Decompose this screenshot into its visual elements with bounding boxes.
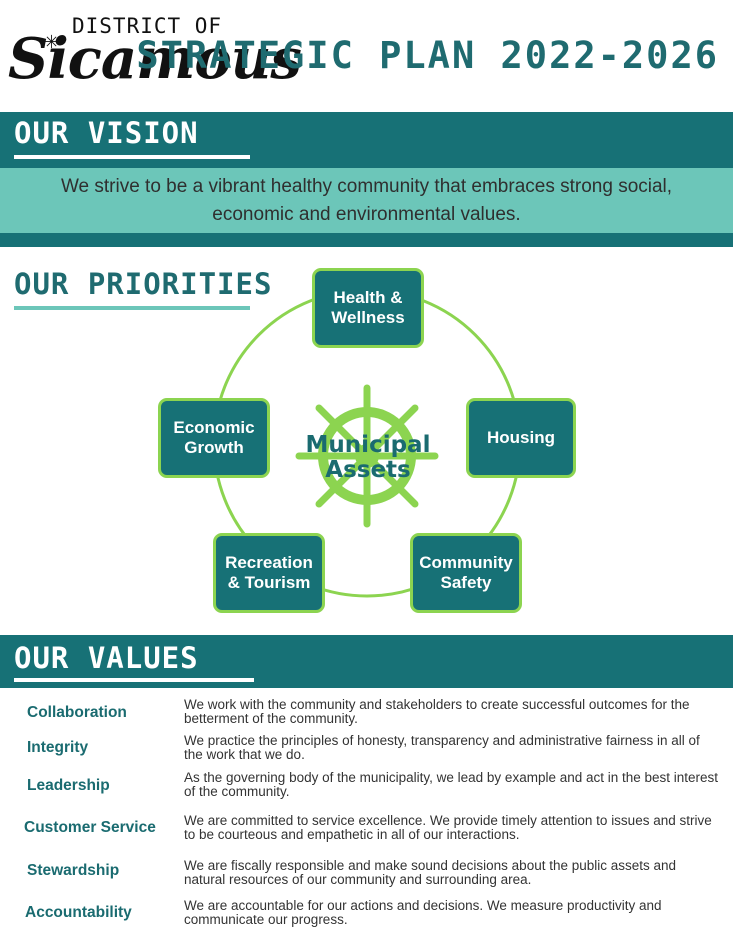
value-name: Customer Service (24, 819, 156, 836)
value-description: We are fiscally responsible and make sou… (184, 858, 677, 887)
value-name: Collaboration (27, 704, 127, 721)
value-name: Integrity (27, 739, 89, 756)
priorities-title-underline (14, 306, 250, 310)
logo-sicamous: Sicamous (8, 26, 302, 92)
vision-title: OUR VISION (14, 116, 199, 150)
center-municipal-assets: Municipal Assets (305, 432, 431, 483)
priority-recreation-tourism: Recreation & Tourism (213, 533, 325, 613)
value-description: We are committed to service excellence. … (184, 813, 712, 842)
values-title: OUR VALUES (14, 641, 199, 675)
logo-star-icon: ✳ (44, 32, 60, 52)
priority-health-wellness: Health & Wellness (312, 268, 424, 348)
vision-bottom-band (0, 233, 733, 247)
value-description: We are accountable for our actions and d… (184, 898, 662, 927)
value-name: Accountability (25, 904, 132, 921)
plan-title: STRATEGIC PLAN 2022-2026 (136, 34, 719, 77)
priority-community-safety: Community Safety (410, 533, 522, 613)
logo-district-of: DISTRICT OF (72, 14, 223, 38)
value-description: We work with the community and stakehold… (184, 697, 690, 726)
vision-text: We strive to be a vibrant healthy commun… (60, 176, 673, 225)
priority-economic-growth: Economic Growth (158, 398, 270, 478)
ships-wheel-icon (295, 384, 439, 528)
value-name: Leadership (27, 777, 110, 794)
priorities-title: OUR PRIORITIES (14, 267, 273, 301)
value-description: We practice the principles of honesty, t… (184, 733, 700, 762)
values-title-underline (14, 678, 254, 682)
vision-title-underline (14, 155, 250, 159)
value-name: Stewardship (27, 862, 120, 879)
vision-text-band (0, 168, 733, 233)
priority-housing: Housing (466, 398, 576, 478)
value-description: As the governing body of the municipalit… (184, 770, 719, 799)
